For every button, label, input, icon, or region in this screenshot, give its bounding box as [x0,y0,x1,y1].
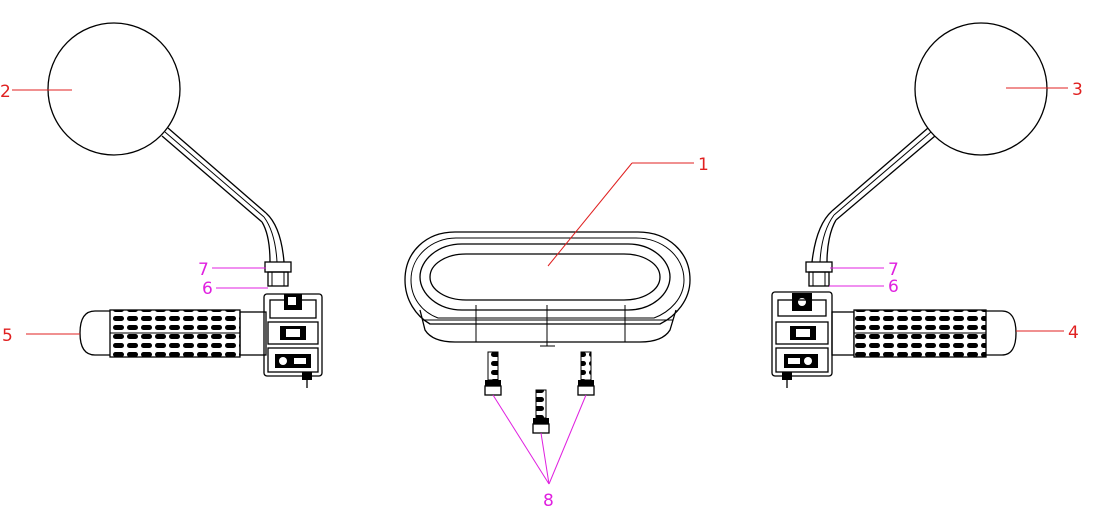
callout-4: 4 [1068,323,1079,343]
right-nut [808,271,830,287]
callout-7-left: 7 [198,260,209,280]
right-mirror-glass [914,22,1048,156]
callout-5: 5 [2,326,13,346]
callout-1: 1 [698,155,709,175]
screws [484,351,595,434]
callout-8: 8 [543,491,554,511]
right-grip-end-cap [986,310,1017,356]
display-outer-bezel [404,231,691,325]
callout-6-right: 6 [888,277,899,297]
right-grip-assembly [771,291,1017,388]
left-nut [267,271,289,287]
left-washer [264,261,292,273]
screw [484,351,502,396]
left-mirror-glass [47,22,181,156]
left-grip-assembly [79,293,323,388]
right-washer [805,261,833,273]
right-mirror-assembly [805,22,1048,287]
callout-3: 3 [1072,80,1083,100]
left-grip-end-cap [79,310,110,356]
display-unit [404,231,691,347]
callout-2: 2 [0,82,11,102]
callout-7-right: 7 [888,260,899,280]
callout-6-left: 6 [202,279,213,299]
callouts: 1 2 3 4 5 7 6 7 6 8 [0,80,1083,511]
screw [577,351,595,396]
screw [532,389,550,434]
display-screen [429,253,661,301]
left-mirror-assembly [47,22,292,287]
